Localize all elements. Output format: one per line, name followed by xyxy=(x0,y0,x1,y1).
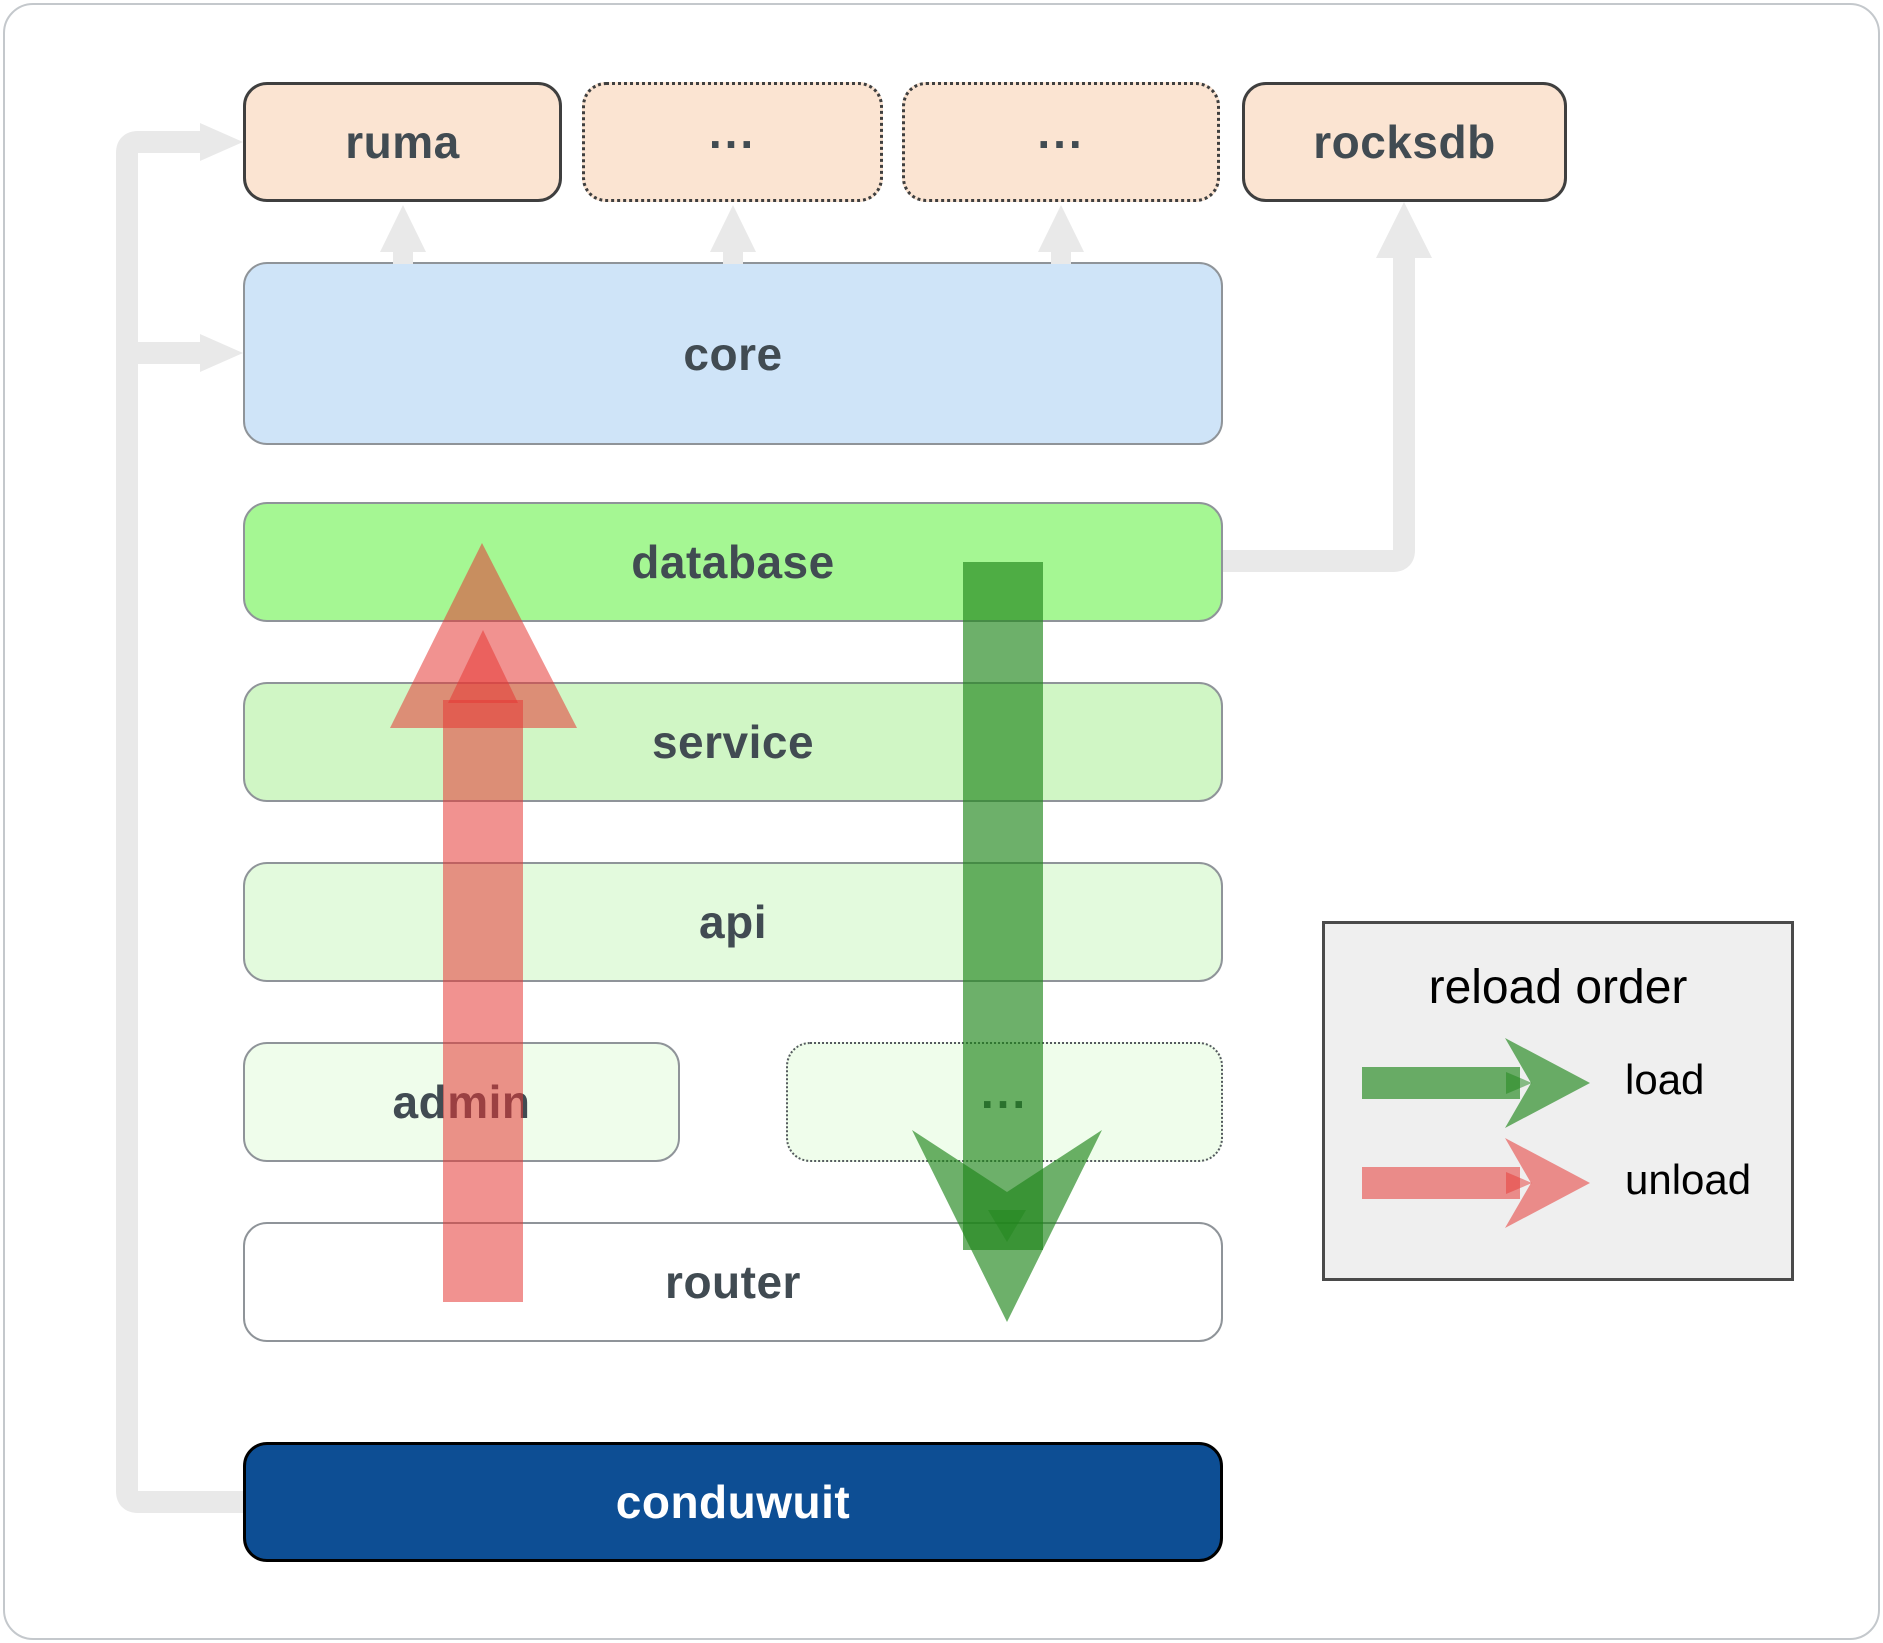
box-ellipsis-1: ... xyxy=(582,82,883,202)
box-database: database xyxy=(243,502,1223,622)
box-conduwuit-label: conduwuit xyxy=(615,1476,851,1528)
box-router-label: router xyxy=(665,1256,801,1308)
box-service: service xyxy=(243,682,1223,802)
box-admin: admin xyxy=(243,1042,680,1162)
box-ellipsis-2-label: ... xyxy=(1037,106,1085,158)
box-ellipsis-3: ... xyxy=(786,1042,1223,1162)
box-rocksdb-label: rocksdb xyxy=(1313,116,1496,168)
box-api: api xyxy=(243,862,1223,982)
outer-border xyxy=(3,3,1880,1640)
legend-load-label: load xyxy=(1625,1056,1705,1103)
box-ellipsis-1-label: ... xyxy=(708,106,757,158)
box-core-label: core xyxy=(683,327,783,380)
box-ruma: ruma xyxy=(243,82,562,202)
box-admin-label: admin xyxy=(392,1076,531,1128)
box-router: router xyxy=(243,1222,1223,1342)
legend-title: reload order xyxy=(1428,961,1688,1014)
box-ruma-label: ruma xyxy=(345,116,460,168)
legend-unload-label: unload xyxy=(1625,1156,1752,1203)
box-ellipsis-3-label: ... xyxy=(980,1066,1029,1118)
box-conduwuit: conduwuit xyxy=(243,1442,1223,1562)
box-database-label: database xyxy=(631,536,835,588)
box-service-label: service xyxy=(651,716,815,768)
box-core: core xyxy=(243,262,1223,445)
legend-panel: reload order xyxy=(1322,921,1794,1281)
box-api-label: api xyxy=(699,896,767,948)
box-ellipsis-2: ... xyxy=(902,82,1220,202)
box-rocksdb: rocksdb xyxy=(1242,82,1567,202)
